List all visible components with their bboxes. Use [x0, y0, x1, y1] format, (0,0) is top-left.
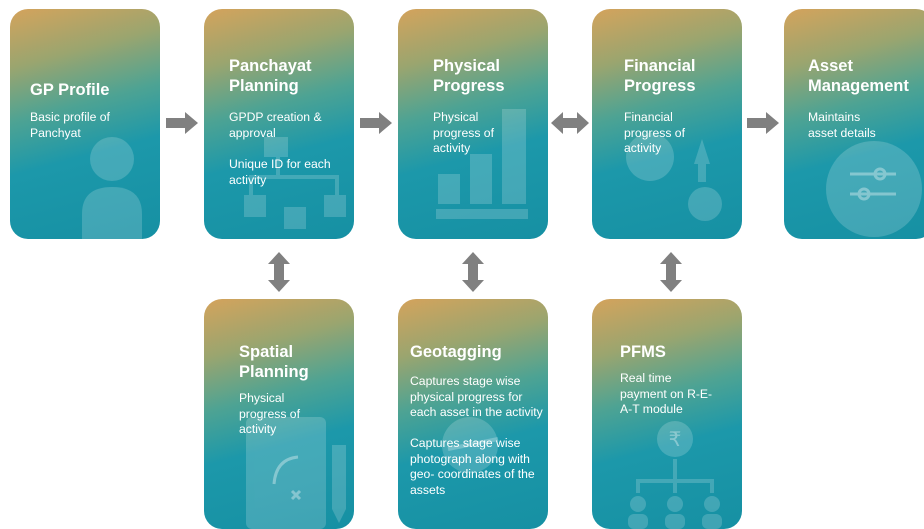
- card-text: GPDP creation & approval: [229, 110, 322, 140]
- card-spatial-planning: Spatial Planning Physical progress of ac…: [204, 299, 354, 529]
- arrow-double-vertical-icon: [660, 252, 682, 292]
- map-pin-icon: [442, 417, 499, 473]
- card-panchayat-planning: Panchayat Planning GPDP creation & appro…: [204, 9, 354, 239]
- card-pfms: ₹ PFMS Real time payment on R-E-A-T modu…: [592, 299, 742, 529]
- card-title-line-2: Progress: [624, 77, 696, 95]
- card-text: Financial progress of activity: [624, 110, 685, 155]
- card-title-line-1: Panchayat: [229, 57, 312, 75]
- card-title-line-2: Progress: [433, 77, 505, 95]
- card-text: Captures stage wise photograph along wit…: [410, 436, 535, 497]
- card-title-line-2: Management: [808, 77, 909, 95]
- card-gp-profile: GP Profile Basic profile of Panchyat: [10, 9, 160, 239]
- card-geotagging: Geotagging Captures stage wise physical …: [398, 299, 548, 529]
- arrow-right-icon: [360, 112, 392, 134]
- person-icon: [82, 137, 142, 239]
- arrow-right-icon: [747, 112, 779, 134]
- svg-text:₹: ₹: [669, 427, 682, 451]
- hierarchy-icon: [244, 137, 346, 229]
- card-text: Unique ID for each activity: [229, 157, 331, 187]
- card-title-line-1: Asset: [808, 57, 853, 75]
- card-text: Physical progress of activity: [433, 110, 494, 155]
- card-text: Basic profile of Panchyat: [30, 110, 110, 140]
- card-asset-management: Asset Management Maintains asset details: [784, 9, 924, 239]
- gears-icon: [626, 133, 722, 221]
- card-title: PFMS: [620, 343, 666, 361]
- bar-chart-icon: [436, 109, 528, 219]
- card-title: GP Profile: [30, 81, 110, 99]
- card-text: Maintains asset details: [808, 110, 876, 140]
- card-title-line-2: Planning: [239, 363, 309, 381]
- settings-gear-icon: [826, 141, 922, 237]
- card-text: Physical progress of activity: [239, 391, 300, 436]
- card-title-line-1: Financial: [624, 57, 696, 75]
- rupee-network-icon: ₹: [628, 421, 722, 529]
- card-text: Real time payment on R-E-A-T module: [620, 371, 713, 416]
- card-physical-progress: Physical Progress Physical progress of a…: [398, 9, 548, 239]
- card-title-line-2: Planning: [229, 77, 299, 95]
- card-title-line-1: Physical: [433, 57, 500, 75]
- arrow-double-vertical-icon: [462, 252, 484, 292]
- plan-document-icon: [246, 417, 346, 529]
- arrow-right-icon: [166, 112, 198, 134]
- card-title-line-1: Spatial: [239, 343, 294, 361]
- card-financial-progress: Financial Progress Financial progress of…: [592, 9, 742, 239]
- arrow-double-vertical-icon: [268, 252, 290, 292]
- card-title: Geotagging: [410, 343, 502, 361]
- card-text: Captures stage wise physical progress fo…: [410, 374, 543, 419]
- arrow-double-horizontal-icon: [551, 112, 589, 134]
